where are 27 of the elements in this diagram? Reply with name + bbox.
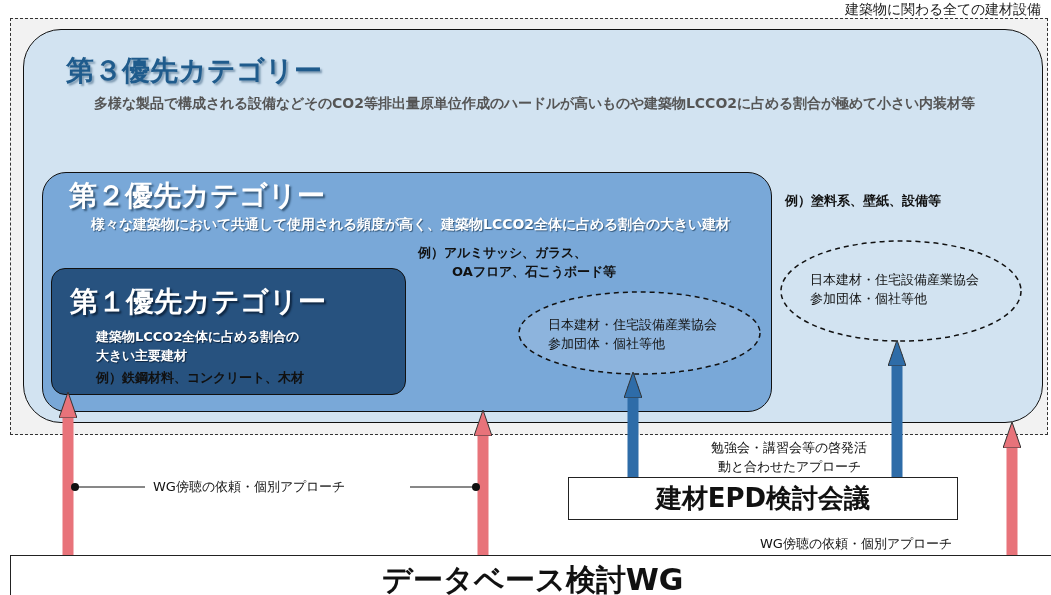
organization-text: 日本建材・住宅設備産業協会参加団体・個社等他 — [810, 271, 980, 308]
note-text: 勉強会・講習会等の啓発活動と合わせたアプローチ — [710, 439, 868, 476]
wg-box — [10, 555, 1051, 595]
arrow — [1002, 421, 1022, 555]
council-name: 建材EPD検討会議 — [654, 482, 872, 515]
organization-text: 日本建材・住宅設備産業協会参加団体・個社等他 — [548, 316, 718, 353]
organization-ellipse — [780, 240, 1022, 342]
arrow — [473, 409, 493, 555]
description-text: 多様な製品で構成される設備などそのCO2等排出量原単位作成のハードルが高いものや建築物LCCO2に占める割合が極めて小さい内装材等 — [94, 94, 977, 112]
region-heading: 建築物に関わる全ての建材設備 — [845, 1, 1041, 19]
description-text: 建築物LCCO2全体に占める割合の大きい主要建材 — [96, 328, 301, 365]
arrow — [623, 371, 643, 477]
approach-label: WG傍聴の依頼・個別アプローチ — [153, 478, 345, 496]
example-text: 例）塗料系、壁紙、設備等 — [785, 192, 941, 210]
edge-label: WG傍聴の依頼・個別アプローチ — [760, 535, 952, 553]
example-text: 例）アルミサッシ、ガラス、OAフロア、石こうボード等 — [418, 244, 617, 281]
wg-name: データベース検討WG — [380, 561, 685, 595]
category-title: 第２優先カテゴリー — [69, 178, 325, 214]
category-title: 第３優先カテゴリー — [66, 53, 322, 89]
category-box — [51, 268, 406, 395]
example-text: 例）鉄鋼材料、コンクリート、木材 — [96, 369, 304, 387]
organization-ellipse — [518, 291, 761, 375]
arrow — [58, 391, 78, 555]
arrow — [887, 339, 907, 477]
description-text: 様々な建築物において共通して使用される頻度が高く、建築物LCCO2全体に占める割合の大きい建材 — [91, 215, 732, 233]
category-box — [42, 172, 772, 412]
category-title: 第１優先カテゴリー — [70, 284, 326, 320]
